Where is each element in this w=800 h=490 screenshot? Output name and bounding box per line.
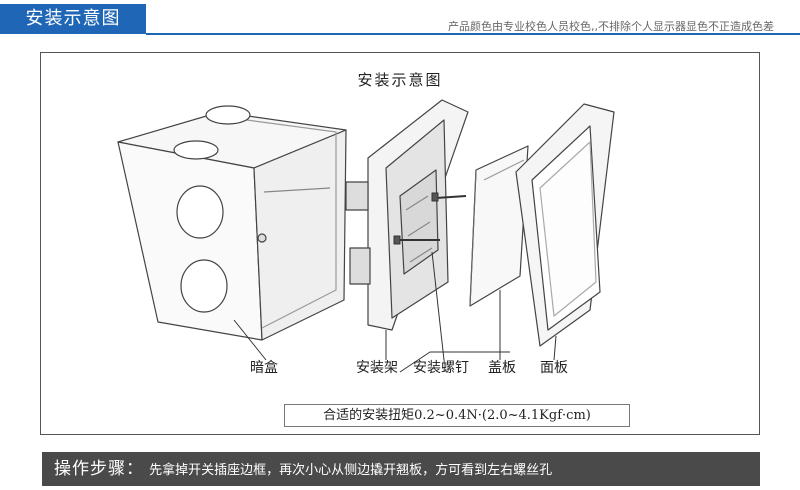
leader-lines (233, 251, 557, 373)
face-panel (515, 103, 615, 347)
torque-spec-box: 合适的安装扭矩0.2~0.4N·(2.0~4.1Kgf·cm) (284, 404, 630, 427)
section-title: 安装示意图 (0, 4, 146, 34)
mounting-bracket (345, 99, 469, 331)
diagram-title: 安装示意图 (357, 71, 443, 89)
label-cover-plate: 盖板 (488, 360, 516, 376)
cover-plate (469, 145, 529, 307)
color-disclaimer: 产品颜色由专业校色人员校色,,不排除个人显示器显色不正造成色差 (448, 20, 774, 33)
label-junction-box: 暗盒 (250, 360, 278, 376)
diagram-frame: 安装示意图 (40, 52, 760, 435)
junction-box (117, 105, 347, 341)
label-face-panel: 面板 (540, 360, 568, 376)
mounting-screws (393, 192, 467, 245)
steps-heading: 操作步骤： (54, 459, 144, 479)
operation-steps-bar: 操作步骤： 先拿掉开关插座边框，再次小心从侧边撬开翘板，方可看到左右螺丝孔 (42, 452, 760, 486)
steps-text: 先拿掉开关插座边框，再次小心从侧边撬开翘板，方可看到左右螺丝孔 (149, 463, 553, 478)
label-mounting-screw: 安装螺钉 (413, 360, 469, 376)
label-mounting-bracket: 安装架 (356, 360, 398, 376)
header-divider (146, 33, 800, 35)
